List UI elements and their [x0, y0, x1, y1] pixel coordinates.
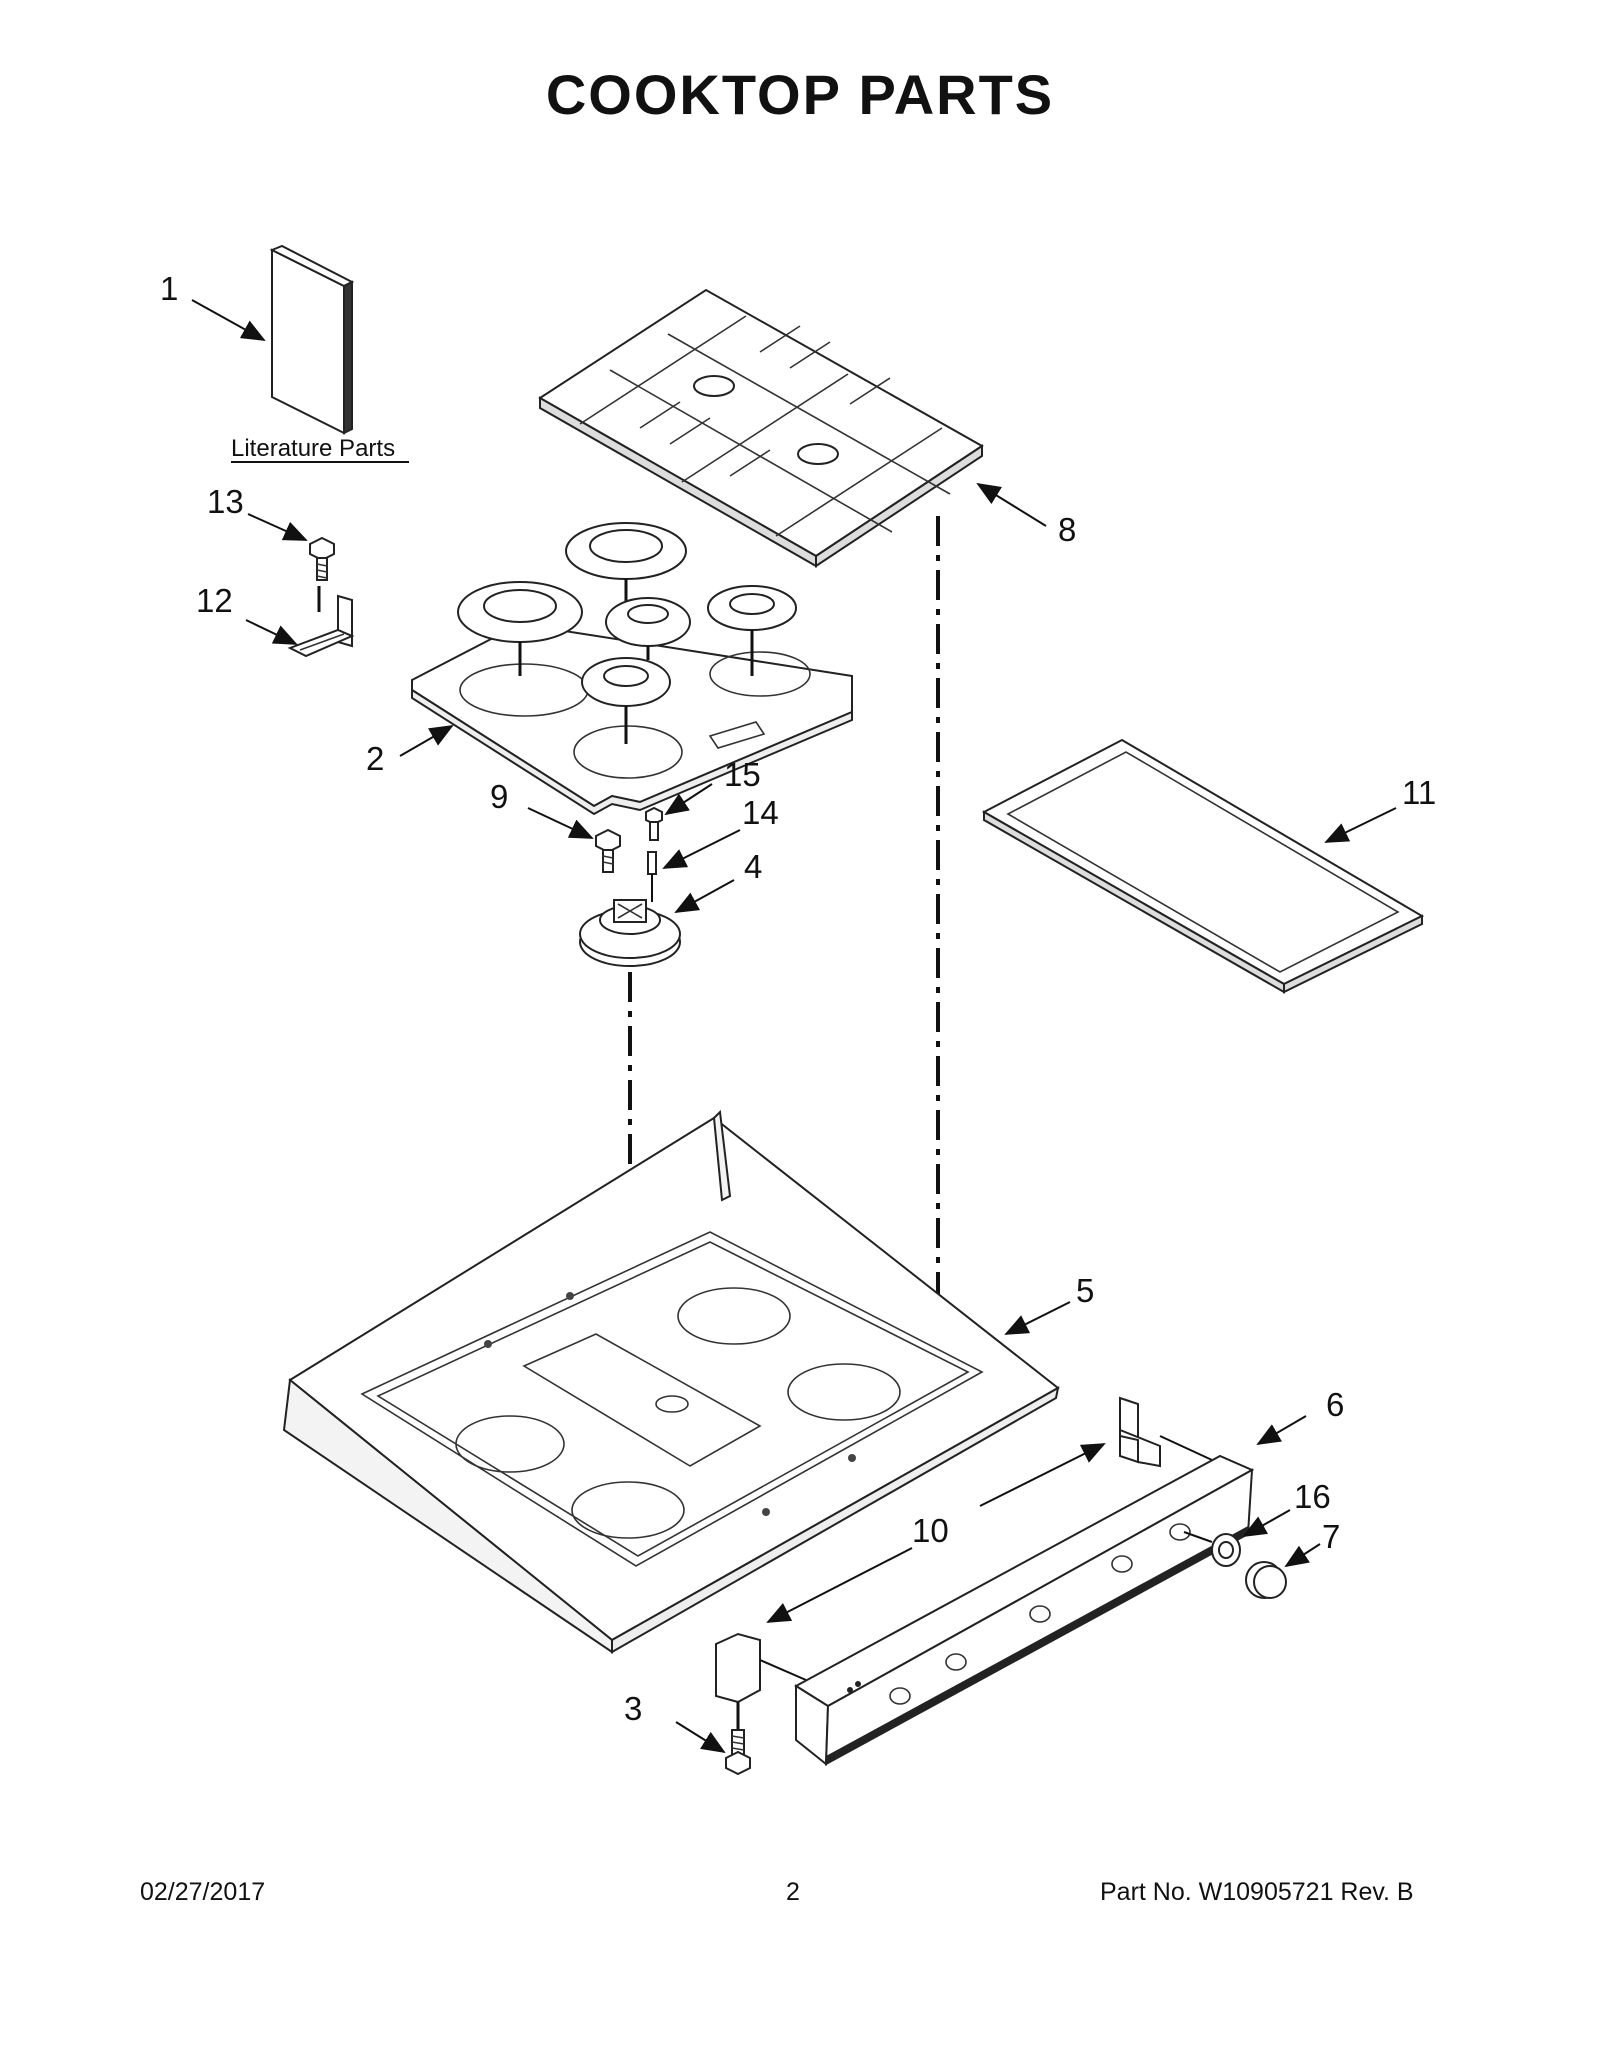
grate-8[interactable] [538, 288, 984, 568]
leader-1 [191, 299, 266, 341]
bracket-10-right[interactable] [1119, 1396, 1161, 1468]
leader-9 [527, 807, 594, 839]
leader-15 [664, 783, 713, 816]
footer-date: 02/27/2017 [140, 1878, 266, 1906]
callout-4: 4 [744, 848, 762, 885]
leader-13 [247, 513, 308, 541]
screw-3[interactable] [725, 1729, 751, 1776]
callout-13: 13 [207, 483, 244, 520]
callout-8: 8 [1058, 511, 1076, 548]
screw-13[interactable] [309, 536, 335, 581]
cooktop-glass-2[interactable] [411, 622, 853, 816]
callout-12: 12 [196, 582, 233, 619]
callout-5: 5 [1076, 1272, 1094, 1309]
callout-9: 9 [490, 778, 508, 815]
burner-cap-front[interactable] [581, 657, 671, 744]
screw-9[interactable] [595, 828, 621, 873]
leader-14 [662, 829, 741, 869]
leader-3 [675, 1721, 726, 1754]
leader-10-left [766, 1547, 913, 1623]
callout-1: 1 [160, 270, 178, 307]
callout-6: 6 [1326, 1386, 1344, 1423]
callout-7: 7 [1322, 1518, 1340, 1555]
screw-15[interactable] [645, 806, 663, 841]
knob-bezel-16[interactable] [1211, 1533, 1241, 1567]
page-title: COOKTOP PARTS [545, 63, 1055, 126]
burner-cap-left[interactable] [457, 581, 583, 676]
electrode-14[interactable] [647, 851, 657, 902]
griddle-11[interactable] [981, 738, 1425, 994]
leader-2 [399, 725, 454, 757]
callout-11: 11 [1402, 774, 1436, 811]
literature-parts-booklet[interactable] [269, 244, 355, 435]
callout-14: 14 [742, 794, 779, 831]
footer-page-number: 2 [786, 1878, 800, 1906]
literature-parts-label: Literature Parts [231, 435, 395, 462]
footer-part-number: Part No. W10905721 Rev. B [1100, 1878, 1414, 1906]
leader-8 [976, 482, 1047, 527]
control-panel-6[interactable] [794, 1454, 1255, 1767]
burner-cap-center[interactable] [605, 597, 691, 660]
control-knob-7[interactable] [1245, 1561, 1287, 1599]
leader-5 [1004, 1301, 1071, 1335]
leader-10-right [979, 1443, 1106, 1507]
burner-cap-large-rear[interactable] [565, 522, 687, 602]
callout-10: 10 [912, 1512, 949, 1549]
leader-7 [1284, 1543, 1321, 1568]
bracket-12[interactable] [287, 594, 355, 658]
burner-cap-right[interactable] [707, 585, 797, 676]
leader-16 [1242, 1509, 1291, 1537]
leader-12 [245, 619, 298, 645]
cooktop-main-top-5[interactable] [282, 1109, 1060, 1654]
leader-4 [674, 879, 735, 913]
bracket-10-left[interactable] [715, 1632, 761, 1732]
callout-16: 16 [1294, 1478, 1331, 1515]
leader-6 [1256, 1415, 1307, 1446]
leader-11 [1324, 807, 1397, 843]
callout-3: 3 [624, 1690, 642, 1727]
callout-15: 15 [724, 756, 761, 793]
burner-base-4[interactable] [579, 899, 681, 967]
callout-2: 2 [366, 740, 384, 777]
